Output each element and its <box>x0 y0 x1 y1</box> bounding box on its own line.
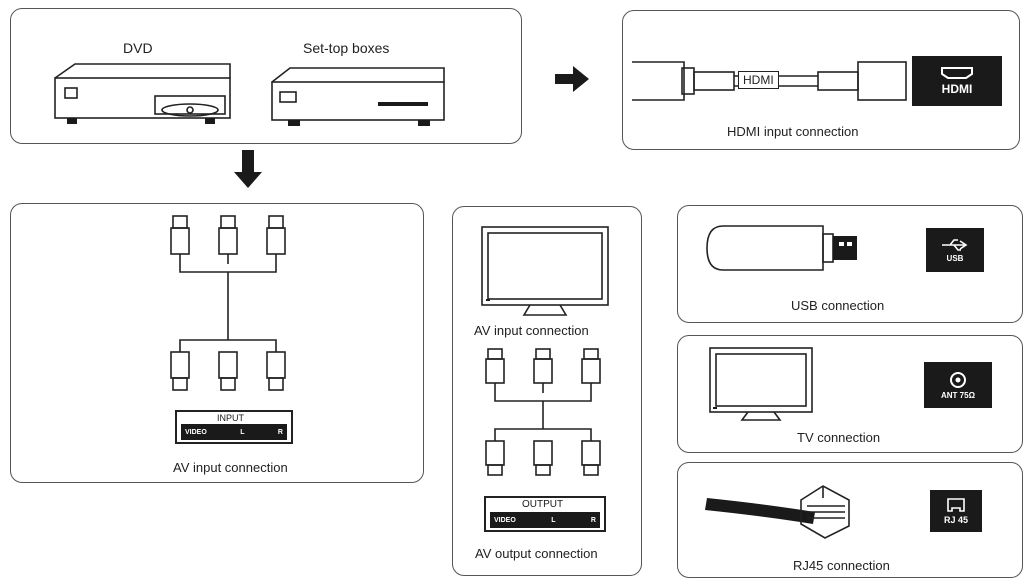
av-output-jack-panel: OUTPUT VIDEO L R <box>484 496 606 532</box>
av-output-jack-r: R <box>590 516 596 524</box>
arrow-down-icon <box>234 150 262 188</box>
set-top-box-label: Set-top boxes <box>303 40 390 56</box>
usb-port-badge: USB <box>926 228 984 272</box>
rj45-caption: RJ45 connection <box>793 558 890 573</box>
hdmi-port-badge: HDMI <box>912 56 1002 106</box>
rj45-port-badge: RJ 45 <box>930 490 982 532</box>
tv-av-input-caption: AV input connection <box>474 323 589 338</box>
av-output-jack-video: VIDEO <box>494 516 516 524</box>
tv-icon-av <box>481 226 609 316</box>
av-input-panel-title: INPUT <box>217 413 244 423</box>
usb-port-label: USB <box>946 253 964 263</box>
hdmi-cable-label: HDMI <box>738 71 779 89</box>
antenna-port-badge: ANT 75Ω <box>924 362 992 408</box>
av-input-jack-l: L <box>240 428 245 436</box>
tv-caption: TV connection <box>797 430 881 445</box>
tv-icon <box>709 347 813 421</box>
ethernet-port-icon <box>947 498 965 512</box>
av-input-jack-panel: INPUT VIDEO L R <box>175 410 293 444</box>
av-output-panel-title: OUTPUT <box>522 499 564 510</box>
dvd-label: DVD <box>123 40 153 56</box>
rca-cable-icon <box>170 215 286 391</box>
usb-symbol-icon <box>942 238 968 251</box>
hdmi-caption: HDMI input connection <box>727 124 859 139</box>
av-input-jack-r: R <box>277 428 283 436</box>
usb-stick-icon <box>706 225 857 271</box>
rca-cable-icon-output <box>485 348 601 476</box>
antenna-port-label: ANT 75Ω <box>941 390 975 400</box>
hdmi-port-label: HDMI <box>941 82 973 96</box>
hdmi-port-icon <box>941 67 973 79</box>
set-top-box-icon <box>271 67 445 126</box>
dvd-player-icon <box>54 63 231 124</box>
arrow-right-icon <box>555 66 589 92</box>
rj45-plug-icon <box>705 485 850 539</box>
av-input-jack-video: VIDEO <box>185 428 207 436</box>
rj45-port-label: RJ 45 <box>943 515 969 525</box>
av-output-jack-l: L <box>551 516 556 524</box>
av-input-caption: AV input connection <box>173 460 288 475</box>
antenna-connector-icon <box>950 371 966 388</box>
source-devices-panel <box>10 8 522 144</box>
usb-caption: USB connection <box>791 298 885 313</box>
av-output-caption: AV output connection <box>475 546 598 561</box>
